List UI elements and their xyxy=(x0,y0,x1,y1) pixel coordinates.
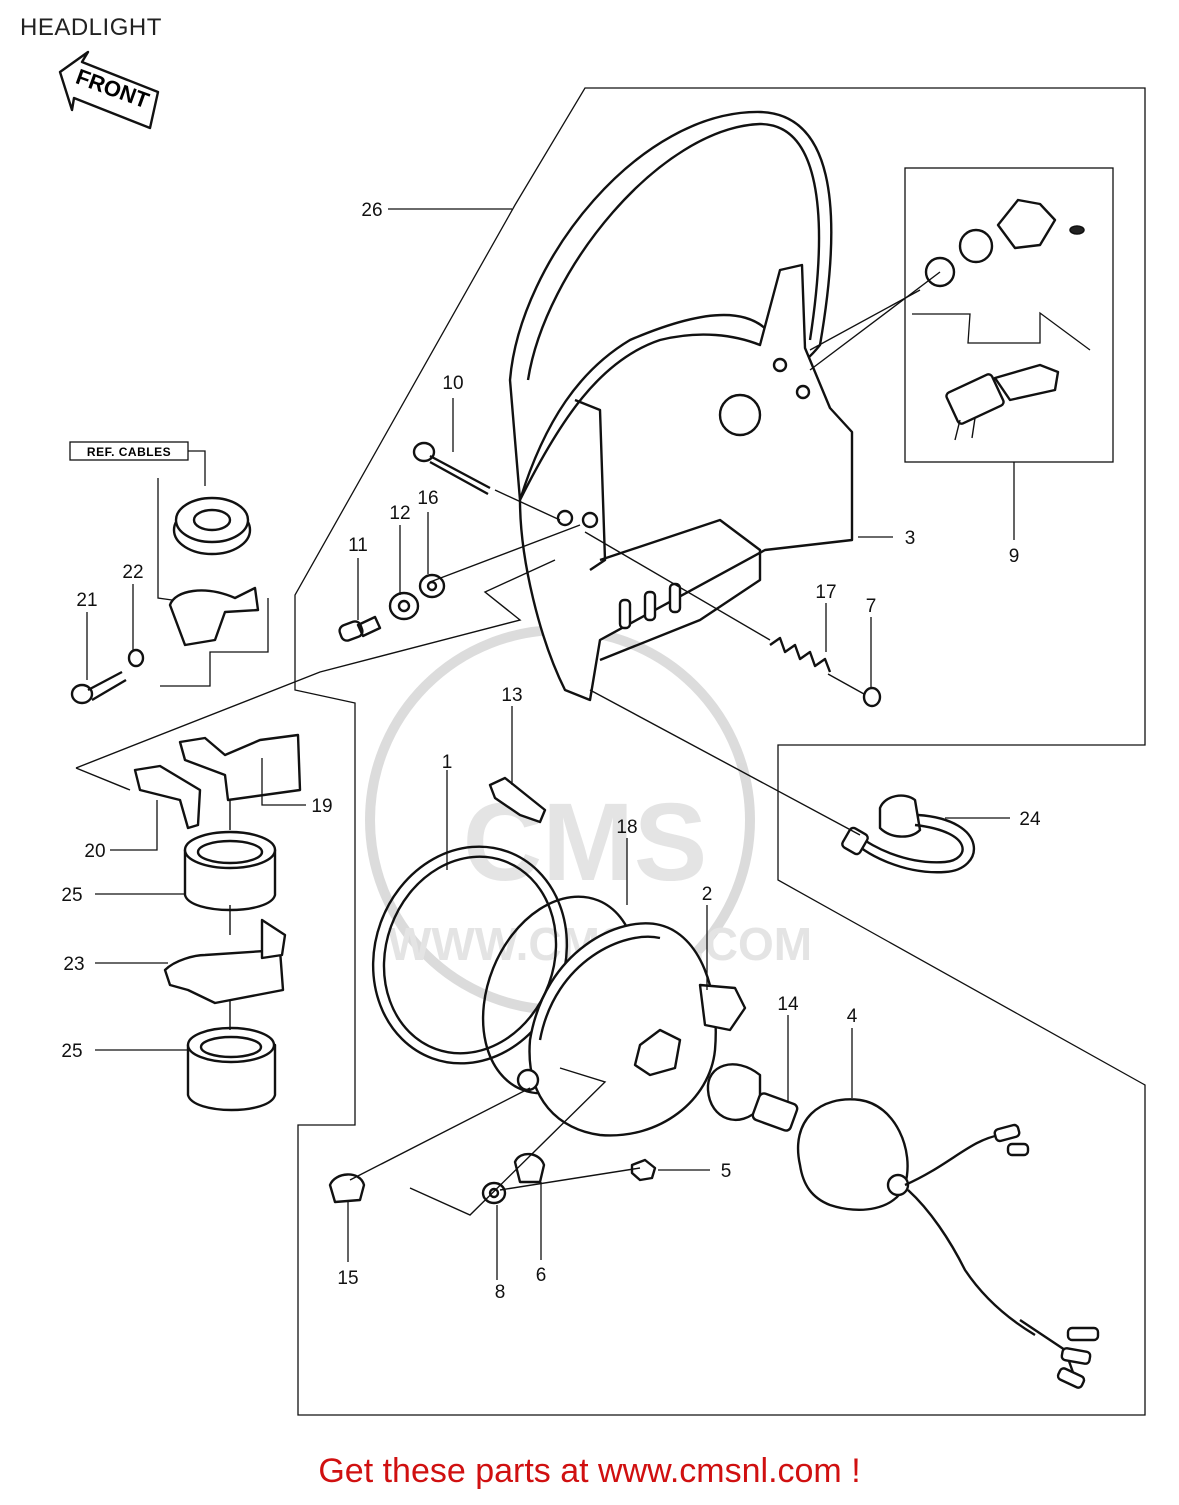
socket-cable-24 xyxy=(841,794,976,874)
callout-15: 15 xyxy=(337,1268,358,1289)
assembly-guide-lines xyxy=(75,271,941,1216)
callout-25a: 25 xyxy=(61,885,82,906)
assembly-boundary xyxy=(294,87,1146,1416)
callout-1: 1 xyxy=(442,752,453,773)
callout-21: 21 xyxy=(76,590,97,611)
bolt-10 xyxy=(412,441,491,496)
callout-11: 11 xyxy=(348,535,368,556)
page-title: HEADLIGHT xyxy=(20,14,162,41)
callout-25b: 25 xyxy=(61,1041,82,1062)
front-arrow: FRONT xyxy=(58,50,160,130)
clamp-23 xyxy=(163,918,287,1005)
leader-lines xyxy=(86,208,1015,1280)
callout-22: 22 xyxy=(122,562,143,583)
washer-22 xyxy=(127,648,145,668)
ref-cables-label: REF. CABLES xyxy=(87,445,171,459)
callout-5: 5 xyxy=(721,1161,732,1182)
washer-7 xyxy=(862,686,882,708)
callout-2: 2 xyxy=(702,884,713,905)
callout-17: 17 xyxy=(815,582,836,603)
nut-5 xyxy=(630,1158,657,1182)
callout-8: 8 xyxy=(495,1282,506,1303)
callout-9: 9 xyxy=(1009,546,1020,567)
bolt-11 xyxy=(338,615,382,642)
bolt-15 xyxy=(328,1173,366,1204)
headlight-cover xyxy=(508,110,854,702)
switch-assembly xyxy=(924,198,1085,441)
callout-labels: 1 2 3 4 5 6 7 8 9 10 11 12 13 14 15 16 1… xyxy=(61,200,1041,1303)
washer-12 xyxy=(388,591,420,621)
callout-20: 20 xyxy=(84,841,105,862)
headlight-housing-2 xyxy=(516,922,747,1137)
washer-16 xyxy=(418,573,446,599)
clip-13 xyxy=(488,776,547,824)
callout-12: 12 xyxy=(389,503,410,524)
callout-10: 10 xyxy=(442,373,463,394)
callout-24: 24 xyxy=(1019,809,1041,830)
socket-4 xyxy=(796,1098,1100,1389)
callout-3: 3 xyxy=(905,528,916,549)
callout-13: 13 xyxy=(501,685,522,706)
parts-link-footer[interactable]: Get these parts at www.cmsnl.com ! xyxy=(318,1452,861,1490)
cable-clamp xyxy=(168,586,260,647)
callout-7: 7 xyxy=(866,596,877,617)
callout-19: 19 xyxy=(311,796,332,817)
sleeve-25-lower xyxy=(186,1026,277,1112)
switch-group-box xyxy=(904,167,1114,463)
nut-6 xyxy=(513,1152,546,1184)
callout-18: 18 xyxy=(616,817,637,838)
sleeve-25-upper xyxy=(183,830,277,912)
washer-8 xyxy=(481,1181,507,1205)
bolt-21 xyxy=(70,670,127,705)
callout-6: 6 xyxy=(536,1265,547,1286)
spring-17 xyxy=(769,636,832,673)
callout-26: 26 xyxy=(361,200,382,221)
ref-cables-box: REF. CABLES xyxy=(69,441,269,687)
bracket-19 xyxy=(178,733,302,802)
bulb-14 xyxy=(706,1063,799,1132)
callout-16: 16 xyxy=(417,488,438,509)
callout-14: 14 xyxy=(777,994,799,1015)
bracket-20 xyxy=(133,764,202,830)
grommet-ref xyxy=(172,496,252,556)
callout-4: 4 xyxy=(847,1006,858,1027)
callout-23: 23 xyxy=(63,954,84,975)
